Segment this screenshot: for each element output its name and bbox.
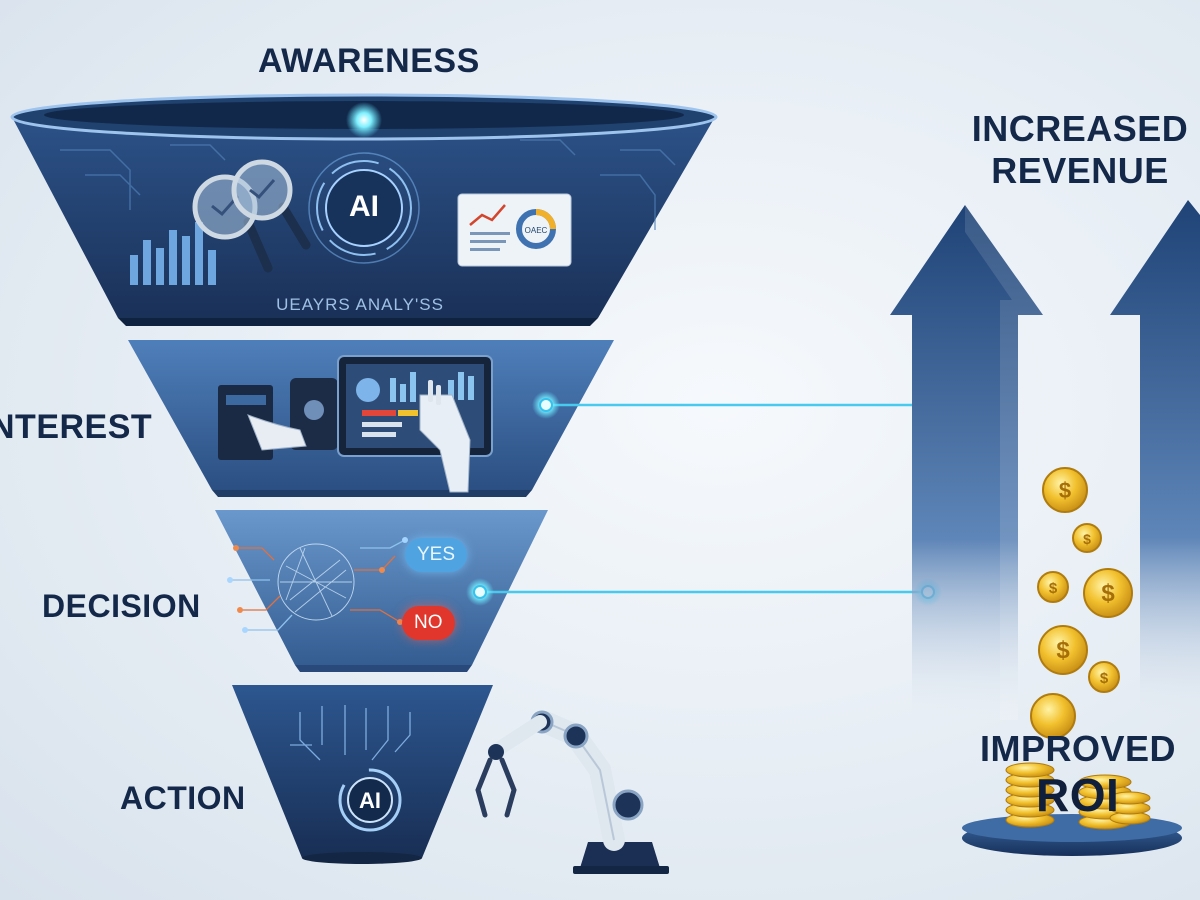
growth-arrow-left	[890, 205, 1043, 720]
stage-label-awareness: AWARENESS	[258, 42, 480, 80]
bar-chart-icon	[130, 222, 216, 285]
coin-icon: $	[1088, 661, 1120, 693]
stage-label-action: ACTION	[120, 780, 246, 816]
yes-badge: YES	[405, 538, 468, 572]
robot-tablet-icon	[218, 355, 493, 493]
coin-symbol: $	[1083, 531, 1091, 547]
coin-icon: $	[1042, 467, 1088, 513]
coins-group: $ $ $ $ $ $	[1030, 467, 1133, 739]
coin-icon	[1030, 693, 1076, 739]
neural-network-icon	[227, 537, 408, 633]
coin-symbol: $	[1049, 580, 1058, 597]
magnifier-icon	[192, 159, 311, 273]
coin-icon: $	[1038, 625, 1088, 675]
interest-connector	[532, 391, 942, 419]
ai-core-label: AI	[349, 190, 379, 223]
coin-icon: $	[1037, 571, 1069, 603]
awareness-caption: UEAYRS ANALY'SS	[276, 295, 444, 314]
coin-stack-base	[962, 762, 1182, 856]
ai-core-icon	[308, 102, 420, 264]
action-tier	[232, 685, 493, 864]
outcome-roi-label: ROI	[1036, 769, 1120, 821]
coin-icon: $	[1083, 568, 1133, 618]
outcome-improved-label: IMPROVED	[980, 728, 1177, 769]
awareness-tier: OAEC	[10, 93, 718, 326]
outcome-revenue-label: INCREASED REVENUE	[971, 108, 1189, 191]
growth-arrow-right	[1110, 200, 1200, 720]
stage-label-interest: NTEREST	[0, 408, 153, 446]
decision-connector	[466, 578, 942, 606]
stage-label-decision: DECISION	[42, 588, 201, 624]
analytics-dashboard-icon: OAEC	[457, 193, 572, 267]
coin-symbol: $	[1101, 580, 1115, 607]
dashboard-label: OAEC	[525, 226, 548, 235]
ai-chip-icon	[338, 768, 402, 832]
interest-tier	[128, 340, 614, 497]
coin-symbol: $	[1059, 478, 1071, 503]
coin-icon: $	[1072, 523, 1102, 553]
coin-symbol: $	[1056, 637, 1070, 664]
ai-chip-label: AI	[359, 788, 381, 813]
robotic-arm-icon	[475, 710, 669, 874]
no-badge: NO	[402, 606, 455, 640]
coin-symbol: $	[1100, 670, 1109, 687]
